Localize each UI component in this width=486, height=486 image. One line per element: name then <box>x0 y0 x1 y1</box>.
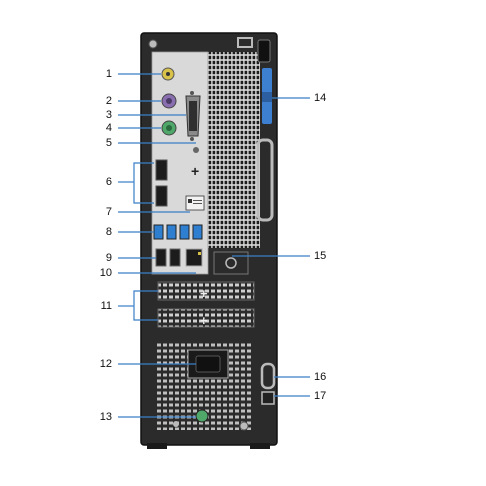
displayport-1 <box>155 159 168 181</box>
callout-4: 4 <box>105 122 112 134</box>
security-cable-slot <box>260 362 276 390</box>
usb3-port-2 <box>166 224 177 240</box>
expansion-slot-2 <box>157 308 255 328</box>
usb3-port-3 <box>179 224 190 240</box>
psu-diagnostic-button <box>195 409 209 423</box>
vent-grid <box>208 52 260 248</box>
callout-12: 12 <box>99 358 112 370</box>
chassis-foot-right <box>250 443 270 449</box>
callout-17: 17 <box>314 390 327 402</box>
callout-2: 2 <box>105 95 112 107</box>
screw-bottom-right <box>239 421 249 431</box>
padlock-ring <box>237 37 253 48</box>
lock-slot <box>257 39 271 63</box>
usb2-port-2 <box>169 248 181 267</box>
side-handle <box>256 138 274 222</box>
chassis-foot-left <box>147 443 167 449</box>
callout-6: 6 <box>105 176 112 188</box>
callout-7: 7 <box>105 206 112 218</box>
callout-15: 15 <box>314 250 327 262</box>
screw-top-left <box>148 39 158 49</box>
callout-10: 10 <box>99 267 112 279</box>
callout-9: 9 <box>105 252 112 264</box>
callout-13: 13 <box>99 411 112 423</box>
leader-lines <box>118 73 310 418</box>
usb2-port-1 <box>155 248 167 267</box>
callout-11: 11 <box>100 300 112 312</box>
line-in-jack <box>193 147 199 153</box>
release-latch-grip <box>262 92 272 102</box>
svg-text:+: + <box>200 313 208 328</box>
usb3-port-4 <box>192 224 203 240</box>
cable-cover-slot <box>213 251 249 275</box>
padlock-loop <box>261 391 275 405</box>
callout-1: 1 <box>105 68 112 80</box>
svg-text:+: + <box>200 286 208 301</box>
screw-bottom-left <box>173 421 179 427</box>
displayport-2 <box>155 185 168 207</box>
callout-3: 3 <box>105 109 112 121</box>
callout-14: 14 <box>314 92 327 104</box>
usb3-port-1 <box>153 224 164 240</box>
network-port <box>185 248 203 267</box>
svg-text:+: + <box>191 163 199 179</box>
callout-8: 8 <box>105 226 112 238</box>
callout-5: 5 <box>105 137 112 149</box>
callout-16: 16 <box>314 371 327 383</box>
